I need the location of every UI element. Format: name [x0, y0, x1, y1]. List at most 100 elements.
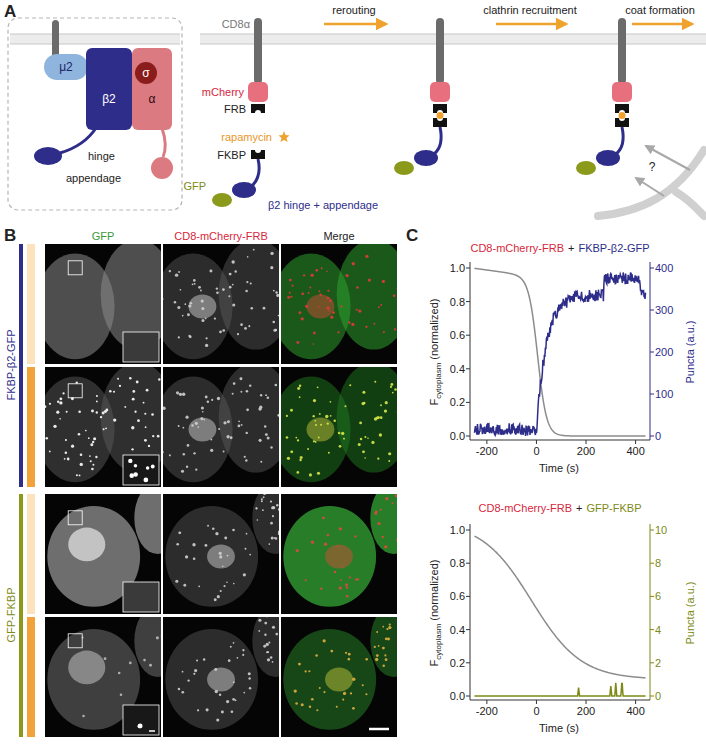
punctum: [330, 415, 332, 417]
perinuclear-cluster: [325, 667, 353, 691]
punctum: [289, 279, 292, 282]
punctum: [232, 529, 235, 532]
punctum: [198, 286, 201, 289]
punctum: [71, 445, 74, 448]
punctum: [233, 642, 235, 644]
punctum: [214, 317, 216, 319]
punctum: [348, 321, 350, 323]
inset-marker: [68, 384, 82, 398]
punctum: [152, 435, 154, 437]
punctum: [230, 436, 233, 439]
punctum: [315, 654, 318, 657]
punctum: [307, 448, 309, 450]
punctum: [186, 466, 188, 468]
punctum: [309, 473, 312, 476]
punctum: [234, 270, 236, 272]
punctum: [210, 439, 212, 441]
punctum: [273, 329, 276, 332]
punctum: [233, 681, 235, 683]
punctum: [358, 309, 361, 312]
punctum: [275, 633, 278, 636]
scale-bar: [149, 730, 155, 732]
punctum: [193, 452, 195, 454]
cell: [283, 506, 376, 607]
punctum: [326, 270, 328, 272]
punctum: [243, 573, 246, 576]
punctum: [278, 508, 279, 511]
punctum: [242, 654, 244, 656]
part-label: mCherry: [202, 86, 244, 99]
tick-label: 4: [655, 623, 661, 636]
punctum: [276, 504, 279, 507]
punctum: [236, 657, 238, 659]
punctum: [219, 555, 222, 558]
subunit-name: β2: [102, 93, 116, 105]
micrograph: [163, 367, 279, 487]
punctum: [49, 451, 51, 453]
punctum: [189, 335, 192, 338]
micrograph: [163, 244, 279, 364]
punctum: [217, 397, 220, 400]
punctum: [346, 586, 348, 588]
punctum: [257, 519, 259, 521]
punctum: [109, 390, 112, 393]
punctum: [374, 417, 377, 420]
punctum: [95, 456, 97, 458]
axis-title: F: [428, 660, 440, 667]
punctum: [312, 415, 314, 417]
punctum: [182, 393, 185, 396]
punctum: [138, 723, 143, 728]
tick: [650, 352, 654, 353]
punctum: [326, 307, 329, 310]
punctum: [263, 494, 266, 495]
cytoplasm-trace: [474, 536, 645, 678]
punctum: [308, 292, 310, 294]
punctum: [299, 311, 302, 314]
micrograph: [281, 494, 397, 614]
punctum: [184, 303, 186, 305]
punctum: [318, 437, 320, 439]
row-bars: [19, 244, 35, 737]
punctum: [268, 543, 270, 545]
axis-title: Fcytoplasm(normalized): [428, 560, 443, 667]
punctum: [202, 411, 204, 413]
punctum: [263, 496, 265, 498]
y-axis: [470, 524, 471, 700]
micrograph: [45, 617, 161, 737]
gfp-tag: [394, 161, 414, 175]
tick-label: 0: [655, 430, 661, 443]
punctum: [318, 290, 320, 292]
inset-panel: [123, 455, 159, 485]
punctum: [67, 458, 70, 461]
punctum: [237, 425, 240, 428]
subunit-name: μ2: [59, 61, 73, 73]
punctum: [232, 303, 235, 306]
punctum: [226, 581, 228, 583]
punctum: [340, 579, 342, 581]
punctum: [105, 427, 107, 429]
punctum: [78, 433, 81, 436]
punctum: [246, 432, 248, 434]
punctum: [137, 419, 140, 422]
punctum: [327, 534, 330, 537]
alpha-hinge: [162, 128, 165, 157]
punctum: [117, 378, 119, 380]
punctum: [57, 401, 59, 403]
micrograph: [281, 617, 397, 737]
punctum: [272, 661, 274, 663]
punctum: [326, 297, 329, 300]
tick: [536, 700, 537, 704]
punctum: [274, 537, 276, 539]
punctum: [267, 396, 270, 399]
punctum: [360, 438, 362, 440]
punctum: [319, 687, 321, 689]
punctum: [212, 527, 215, 530]
mcherry-tag: [248, 82, 268, 102]
tick: [650, 310, 654, 311]
punctum: [255, 508, 257, 510]
tick: [650, 394, 654, 395]
punctum: [339, 527, 342, 530]
punctum: [200, 290, 202, 292]
inset-panel: [123, 705, 159, 735]
punctum: [227, 420, 230, 423]
